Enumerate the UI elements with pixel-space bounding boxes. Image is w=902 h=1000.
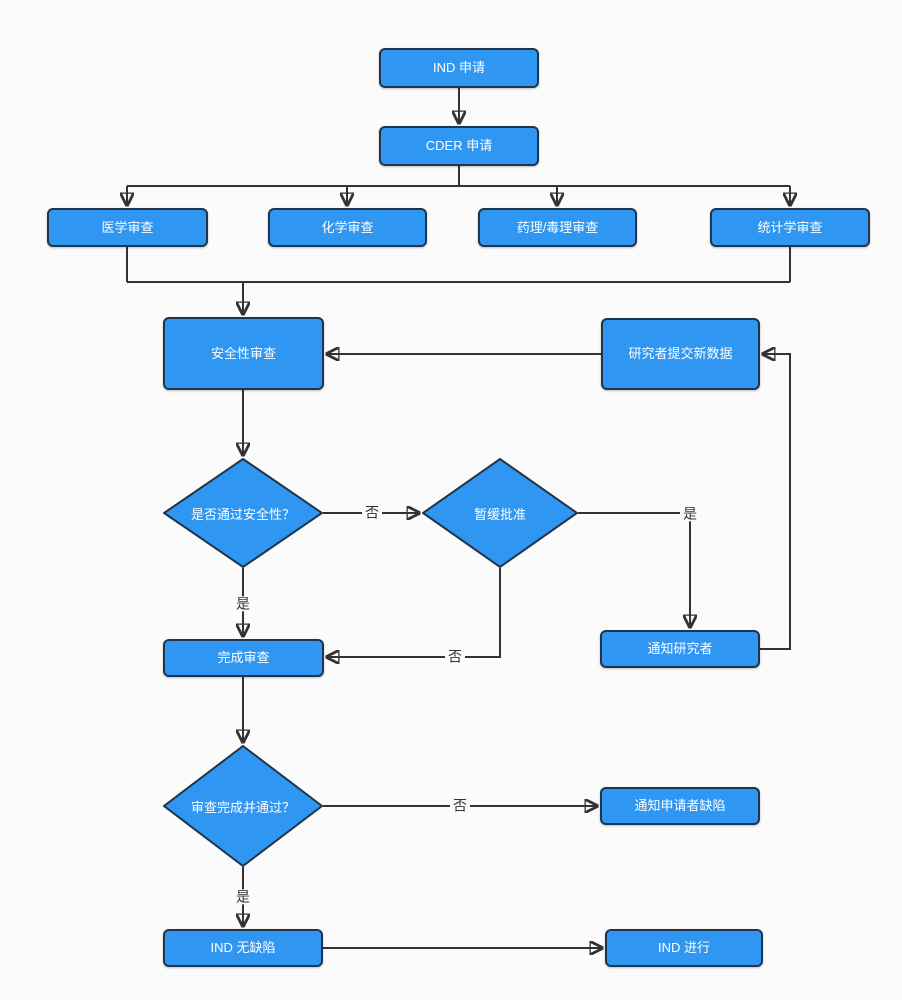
diamond-shape — [422, 458, 578, 568]
node-statistics-review: 统计学审查 — [710, 208, 870, 247]
diamond-label: 暂缓批准 — [473, 506, 526, 522]
node-researcher-submits-new-data: 研究者提交新数据 — [601, 318, 760, 390]
edge-label-no-final-to-notify-applicant: 否 — [450, 797, 470, 814]
diamond-shape — [163, 458, 323, 568]
node-review-complete-pass-decision: 审查完成并通过？ — [163, 745, 323, 867]
edge-label-no-hold-to-complete: 否 — [445, 648, 465, 665]
node-notify-applicant-deficiencies: 通知申请者缺陷 — [600, 787, 760, 825]
edge-hold-no-to-complete — [327, 568, 501, 657]
diamond-label: 审查完成并通过？ — [190, 799, 295, 815]
node-safety-review: 安全性审查 — [163, 317, 324, 390]
edge-label-yes-safety-to-complete: 是 — [233, 595, 253, 612]
edge-notify-researcher-to-new-data — [760, 354, 791, 650]
diamond-shape — [163, 745, 323, 867]
edge-cder-bus — [127, 166, 790, 187]
edge-label-no-safety-to-hold: 否 — [362, 504, 382, 521]
edge-reviews-bus — [126, 247, 791, 283]
diamond-label: 是否通过安全性？ — [190, 506, 295, 522]
node-cder-application: CDER 申请 — [379, 126, 539, 166]
node-ind-application: IND 申请 — [379, 48, 539, 88]
node-notify-researcher: 通知研究者 — [600, 630, 760, 668]
node-ind-proceeds: IND 进行 — [605, 929, 763, 967]
node-pharm-tox-review: 药理/毒理审查 — [478, 208, 637, 247]
edge-label-yes-final-to-no-deficiencies: 是 — [233, 888, 253, 905]
node-chemistry-review: 化学审查 — [268, 208, 427, 247]
edge-hold-yes-to-notify-researcher — [578, 512, 690, 627]
node-safety-pass-decision: 是否通过安全性？ — [163, 458, 323, 568]
node-hold-approval-decision: 暂缓批准 — [422, 458, 578, 568]
node-complete-review: 完成审查 — [163, 639, 324, 677]
node-ind-no-deficiencies: IND 无缺陷 — [163, 929, 323, 967]
edge-label-yes-hold-to-notify: 是 — [680, 505, 700, 522]
node-medical-review: 医学审查 — [47, 208, 208, 247]
